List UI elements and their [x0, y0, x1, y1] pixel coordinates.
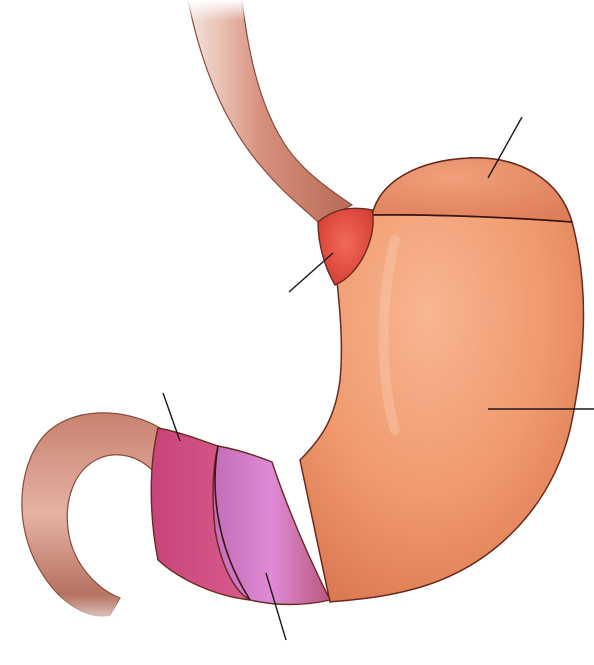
fundus: [372, 158, 572, 222]
leader-line-cardia: [289, 253, 333, 292]
esophagus: [180, 0, 352, 222]
duodenum: [0, 413, 160, 630]
